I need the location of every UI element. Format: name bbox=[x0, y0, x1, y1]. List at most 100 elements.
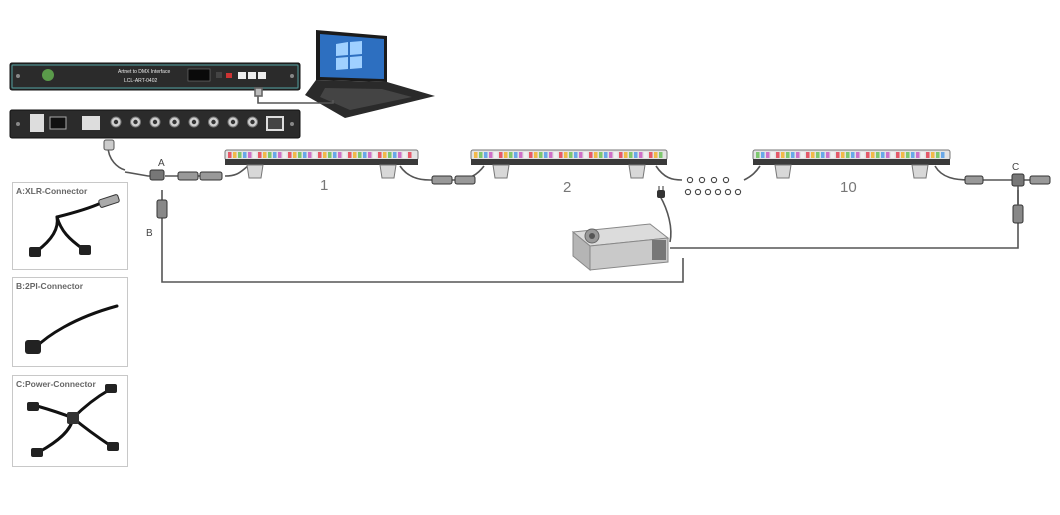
led-pixel bbox=[811, 152, 815, 158]
led-pixel bbox=[831, 152, 835, 158]
led-pixel bbox=[323, 152, 327, 158]
led-pixel bbox=[253, 152, 257, 158]
led-pixel bbox=[348, 152, 352, 158]
led-pixel bbox=[629, 152, 633, 158]
led-pixel bbox=[484, 152, 488, 158]
mounting-bracket bbox=[774, 164, 792, 179]
led-pixel bbox=[403, 152, 407, 158]
led-pixel bbox=[228, 152, 232, 158]
led-pixel bbox=[308, 152, 312, 158]
led-pixel bbox=[273, 152, 277, 158]
power-supply-icon bbox=[571, 223, 670, 272]
network-cable bbox=[254, 87, 334, 104]
inset-xlr-connector: A:XLR-Connector bbox=[12, 182, 128, 270]
led-pixel bbox=[856, 152, 860, 158]
led-pixel bbox=[791, 152, 795, 158]
led-pixel bbox=[644, 152, 648, 158]
led-pixel bbox=[313, 152, 317, 158]
led-pixel bbox=[268, 152, 272, 158]
inset-title: B:2PI-Connector bbox=[16, 281, 84, 291]
xlr-port-pin bbox=[172, 119, 177, 125]
ellipsis-dot bbox=[710, 176, 718, 184]
led-pixel bbox=[499, 152, 503, 158]
inset-2pi-connector: B:2PI-Connector bbox=[12, 277, 128, 367]
controller-model: LCL-ART-0402 bbox=[124, 78, 158, 84]
ellipsis-dot bbox=[714, 188, 722, 196]
led-pixel bbox=[494, 152, 498, 158]
mounting-bracket bbox=[492, 164, 510, 179]
led-pixel bbox=[589, 152, 593, 158]
led-pixel bbox=[816, 152, 820, 158]
led-pixel bbox=[539, 152, 543, 158]
led-pixel bbox=[599, 152, 603, 158]
inset-power-connector: C:Power-Connector bbox=[12, 375, 128, 467]
fixture-label-1: 1 bbox=[320, 177, 329, 194]
led-pixel bbox=[574, 152, 578, 158]
laptop-icon bbox=[305, 30, 435, 118]
led-pixel bbox=[534, 152, 538, 158]
mounting-bracket bbox=[628, 164, 646, 179]
led-bar-2 bbox=[470, 149, 668, 179]
led-pixel bbox=[649, 152, 653, 158]
led-pixel bbox=[604, 152, 608, 158]
led-pixel bbox=[771, 152, 775, 158]
led-pixel bbox=[584, 152, 588, 158]
led-pixel bbox=[408, 152, 412, 158]
xlr-port-pin bbox=[152, 119, 158, 125]
led-pixel bbox=[936, 152, 940, 158]
led-pixel bbox=[926, 152, 930, 158]
bar-body bbox=[471, 159, 667, 165]
ellipsis-dot bbox=[694, 188, 702, 196]
point-label-b: B bbox=[146, 228, 153, 239]
led-pixel bbox=[509, 152, 513, 158]
led-pixel bbox=[916, 152, 920, 158]
led-pixel bbox=[504, 152, 508, 158]
led-bar-fixtures bbox=[224, 149, 951, 179]
led-pixel bbox=[393, 152, 397, 158]
led-pixel bbox=[549, 152, 553, 158]
led-pixel bbox=[776, 152, 780, 158]
led-pixel bbox=[866, 152, 870, 158]
connector-a bbox=[149, 169, 223, 181]
led-pixel bbox=[303, 152, 307, 158]
led-pixel bbox=[766, 152, 770, 158]
led-pixel bbox=[886, 152, 890, 158]
led-pixel bbox=[474, 152, 478, 158]
led-pixel bbox=[861, 152, 865, 158]
led-pixel bbox=[318, 152, 322, 158]
led-pixel bbox=[238, 152, 242, 158]
led-pixel bbox=[554, 152, 558, 158]
led-pixel bbox=[479, 152, 483, 158]
xlr-port-pin bbox=[133, 119, 138, 125]
led-pixel bbox=[801, 152, 805, 158]
led-pixel bbox=[388, 152, 392, 158]
led-pixel bbox=[258, 152, 262, 158]
led-pixel bbox=[278, 152, 282, 158]
ellipsis-dot bbox=[734, 188, 742, 196]
led-pixel bbox=[921, 152, 925, 158]
led-pixel bbox=[398, 152, 402, 158]
led-pixel bbox=[796, 152, 800, 158]
led-pixel bbox=[529, 152, 533, 158]
ellipsis-dot bbox=[684, 188, 692, 196]
led-pixel bbox=[594, 152, 598, 158]
led-pixel bbox=[343, 152, 347, 158]
led-pixel bbox=[619, 152, 623, 158]
led-pixel bbox=[659, 152, 663, 158]
led-pixel bbox=[761, 152, 765, 158]
led-pixel bbox=[901, 152, 905, 158]
power-connector-image bbox=[27, 384, 119, 457]
ellipsis-dot bbox=[704, 188, 712, 196]
controller-top-unit bbox=[9, 62, 301, 91]
led-pixel bbox=[333, 152, 337, 158]
led-pixel bbox=[248, 152, 252, 158]
mounting-bracket bbox=[379, 164, 397, 179]
led-pixel bbox=[383, 152, 387, 158]
ellipsis-dot bbox=[686, 176, 694, 184]
led-pixel bbox=[786, 152, 790, 158]
xlr-port-pin bbox=[250, 119, 255, 125]
fixture-label-10: 10 bbox=[840, 179, 857, 196]
led-pixel bbox=[756, 152, 760, 158]
